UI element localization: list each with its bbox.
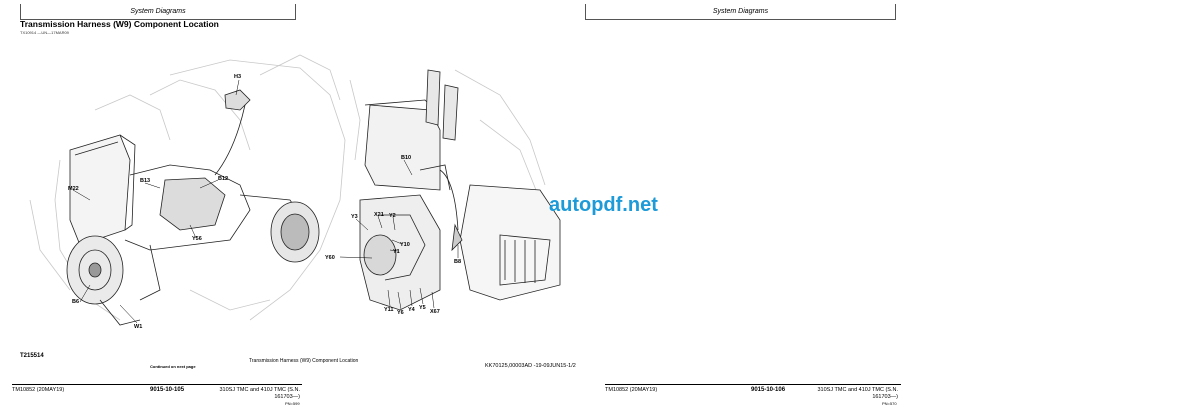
- callout-y10: Y10: [400, 242, 410, 248]
- left-footer-model: 310SJ TMC and 410J TMC (S.N. 161703—): [219, 387, 301, 400]
- callout-y2: Y2: [389, 213, 396, 219]
- callout-y11: Y11: [384, 307, 393, 313]
- transmission-illustration: H3 M22 B13 B12 Y56 B6 W1 B10 Y3 X21 Y2 Y…: [29, 54, 561, 330]
- callout-h3: H3: [234, 74, 241, 80]
- figure-subcode: TX10914 —UN—17MAR09: [20, 30, 69, 35]
- callout-b6: B6: [72, 299, 79, 305]
- right-footer-page: 9015-10-106: [751, 387, 786, 393]
- left-footer-page: 9015-10-105: [150, 387, 185, 393]
- callout-b8: B8: [454, 259, 461, 265]
- callout-b12: B12: [218, 176, 228, 182]
- callout-m22: M22: [68, 186, 79, 192]
- leader-lines: [72, 79, 459, 324]
- callout-y4: Y4: [408, 307, 416, 313]
- callout-y60: Y60: [325, 255, 335, 261]
- right-footer-model: 310SJ TMC and 410J TMC (S.N. 161703—): [817, 387, 899, 400]
- tank-assembly: [359, 69, 561, 311]
- callout-x67: X67: [430, 309, 440, 315]
- callout-w1: W1: [134, 324, 142, 330]
- callout-y1: Y1: [393, 249, 400, 255]
- right-header: System Diagrams: [585, 4, 896, 20]
- left-footer-manual: TM10852 (20MAY19): [12, 387, 65, 393]
- ghost-tractor-outline: [29, 54, 346, 321]
- callout-y5: Y5: [419, 305, 426, 311]
- left-header: System Diagrams: [20, 4, 296, 20]
- callout-y3: Y3: [351, 214, 358, 220]
- right-footer-manual: TM10852 (20MAY19): [605, 387, 658, 393]
- left-footer-rule: [12, 384, 302, 385]
- watermark: autopdf.net: [549, 194, 658, 216]
- ghost-tractor-outline-right: [349, 69, 546, 201]
- continued-note: Continued on next page: [150, 364, 196, 369]
- right-footer-rule: [605, 384, 901, 385]
- callout-b13: B13: [140, 178, 150, 184]
- callout-x21: X21: [374, 212, 384, 218]
- left-footer-pn: PN=599: [285, 401, 300, 406]
- figure-code: T215514: [20, 353, 44, 359]
- callout-y6: Y6: [397, 310, 404, 316]
- page-title: Transmission Harness (W9) Component Loca…: [20, 19, 219, 29]
- document-reference: KK70125,00003AD -19-09JUN15-1/2: [485, 363, 576, 369]
- right-footer-pn: PN=570: [882, 401, 897, 406]
- callout-b10: B10: [401, 155, 411, 161]
- callout-y56: Y56: [192, 236, 202, 242]
- figure-caption: Transmission Harness (W9) Component Loca…: [249, 358, 359, 364]
- transmission-assembly: [66, 89, 320, 326]
